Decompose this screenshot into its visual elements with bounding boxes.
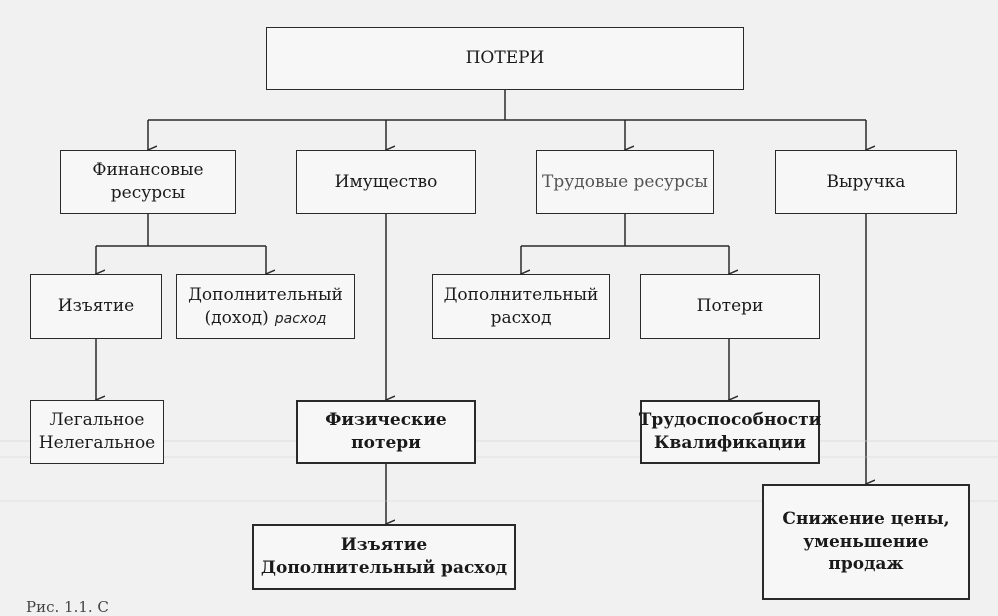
- sales-decline-line2: уменьшение: [803, 531, 929, 552]
- finance-label-line1: Финансовые: [92, 160, 204, 181]
- physical-sub-line2: Дополнительный расход: [260, 558, 508, 578]
- labor-losses-label: Потери: [696, 296, 764, 317]
- scan-noise: [0, 500, 998, 502]
- revenue-box: Выручка: [775, 150, 957, 214]
- root-box: ПОТЕРИ: [266, 27, 744, 90]
- ability-line2: Квалификации: [654, 433, 806, 453]
- labor-additional-line1: Дополнительный: [443, 284, 599, 305]
- property-box: Имущество: [296, 150, 476, 214]
- additional-income-line1: Дополнительный: [188, 284, 343, 305]
- additional-income-line2: (доход) расход: [205, 307, 327, 330]
- finance-box: Финансовые ресурсы: [60, 150, 236, 214]
- withdrawal-box: Изъятие: [30, 274, 162, 339]
- figure-caption: Рис. 1.1. С: [26, 598, 109, 616]
- scan-noise: [0, 456, 998, 458]
- physical-sub-box: Изъятие Дополнительный расход: [252, 524, 516, 590]
- ability-box: Трудоспособности Квалификации: [638, 400, 822, 464]
- physical-losses-box: Физические потери: [296, 400, 476, 464]
- revenue-label: Выручка: [826, 171, 906, 192]
- sales-decline-line3: продаж: [828, 554, 904, 575]
- physical-sub-line1: Изъятие: [340, 535, 428, 556]
- finance-label-line2: ресурсы: [110, 183, 186, 203]
- legal-box: Легальное Нелегальное: [30, 400, 164, 464]
- labor-box: Трудовые ресурсы: [536, 150, 714, 214]
- labor-losses-box: Потери: [640, 274, 820, 339]
- labor-label: Трудовые ресурсы: [542, 171, 708, 192]
- sales-decline-box: Снижение цены, уменьшение продаж: [762, 484, 970, 600]
- handwritten-expense-text: расход: [274, 310, 327, 327]
- withdrawal-label: Изъятие: [57, 296, 135, 317]
- labor-additional-box: Дополнительный расход: [432, 274, 610, 339]
- scan-noise: [0, 440, 998, 442]
- legal-label: Легальное: [49, 410, 145, 431]
- labor-additional-line2: расход: [490, 307, 552, 328]
- physical-losses-line2: потери: [351, 433, 421, 453]
- illegal-label: Нелегальное: [38, 433, 156, 453]
- root-label: ПОТЕРИ: [465, 48, 545, 69]
- printed-income-text: (доход): [204, 307, 269, 328]
- physical-losses-line1: Физические: [325, 410, 447, 431]
- property-label: Имущество: [334, 171, 438, 192]
- sales-decline-line1: Снижение цены,: [782, 508, 950, 529]
- ability-line1: Трудоспособности: [638, 410, 822, 431]
- additional-income-box: Дополнительный (доход) расход: [176, 274, 355, 339]
